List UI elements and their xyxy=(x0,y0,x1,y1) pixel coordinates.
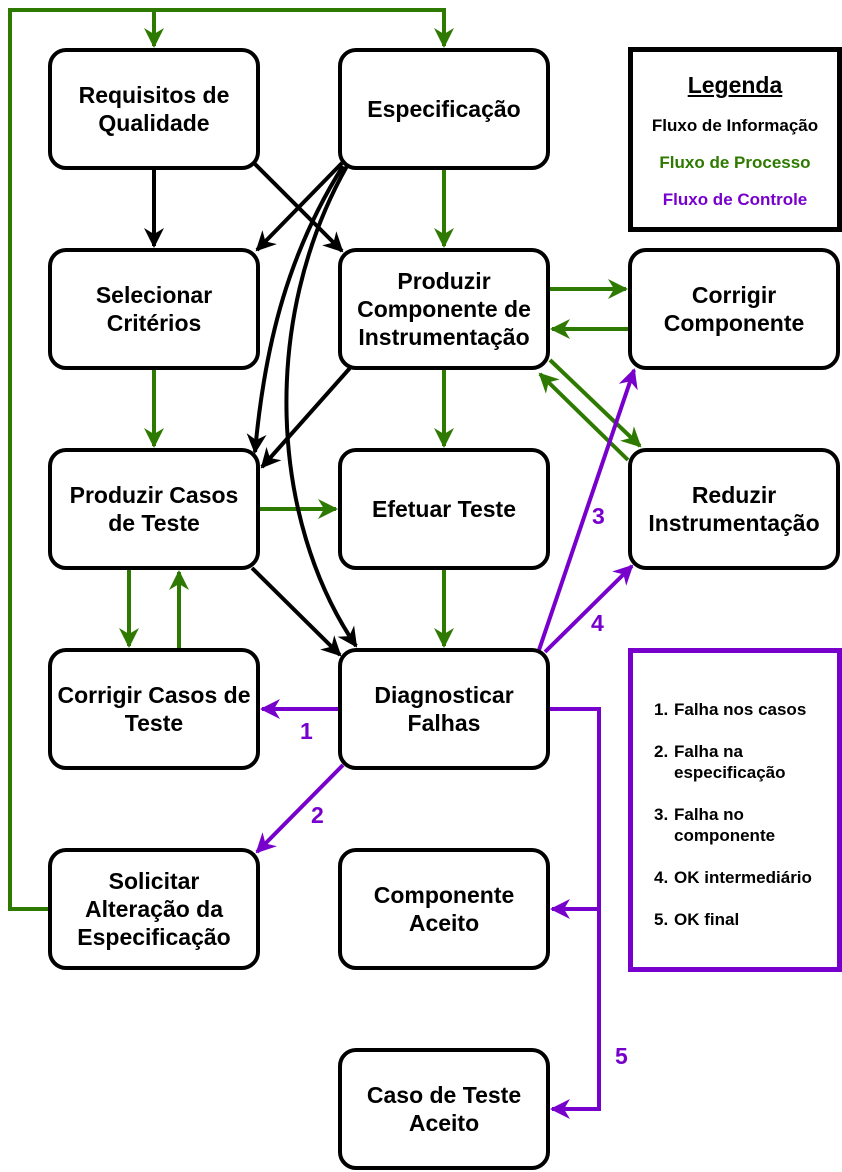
outcome-item-4: 4. OK intermediário xyxy=(654,867,812,888)
legend-info: Fluxo de Informação xyxy=(651,116,819,135)
node-caso-aceito: Caso de Teste Aceito xyxy=(338,1048,550,1170)
info-arrow-casos-to-diagnosticar xyxy=(250,566,342,657)
outcome-text: Falha nos casos xyxy=(674,700,807,719)
info-arrow-especificacao-to-diagnosticar xyxy=(284,165,358,648)
legend-title: Legenda xyxy=(687,72,783,98)
info-arrow-especificacao-to-selecionar xyxy=(255,161,344,252)
node-especificacao: Especificação xyxy=(338,48,550,170)
node-efetuar-teste: Efetuar Teste xyxy=(338,448,550,570)
outcome-num: 4. xyxy=(654,868,669,887)
outcome-text: Falha na especificação xyxy=(674,742,786,782)
outcome-num: 5. xyxy=(654,910,669,929)
edge-label-2: 2 xyxy=(311,802,324,828)
node-solicitar-alteracao: Solicitar Alteração da Especificação xyxy=(48,848,260,970)
node-diagnosticar-falhas: Diagnosticar Falhas xyxy=(338,648,550,770)
outcome-num: 1. xyxy=(654,700,669,719)
process-arrow-produzir-to-reduzir xyxy=(548,358,642,448)
outcome-item-5: 5. OK final xyxy=(654,909,740,930)
node-corrigir-componente: Corrigir Componente xyxy=(628,248,840,370)
outcome-item-1: 1. Falha nos casos xyxy=(654,699,807,720)
outcome-num: 3. xyxy=(654,805,669,824)
legend-process: Fluxo de Processo xyxy=(659,153,811,172)
info-arrow-produzir-to-casos xyxy=(260,366,352,469)
process-arrow-reduzir-to-produzir xyxy=(538,372,630,462)
control-arrow-3 xyxy=(537,368,638,651)
outcome-item-3: 3. Falha no componente xyxy=(654,804,776,846)
node-produzir-casos: Produzir Casos de Teste xyxy=(48,448,260,570)
outcome-num: 2. xyxy=(654,742,669,761)
control-arrow-2 xyxy=(255,763,345,854)
node-reduzir-instrumentacao: Reduzir Instrumentação xyxy=(628,448,840,570)
node-componente-aceito: Componente Aceito xyxy=(338,848,550,970)
edge-label-4: 4 xyxy=(591,610,604,636)
node-selecionar-criterios: Selecionar Critérios xyxy=(48,248,260,370)
legend-control: Fluxo de Controle xyxy=(662,190,808,209)
control-arrow-4 xyxy=(543,564,634,654)
legend: Legenda Fluxo de Informação Fluxo de Pro… xyxy=(628,47,842,232)
outcome-text: OK intermediário xyxy=(674,868,812,887)
node-corrigir-casos: Corrigir Casos de Teste xyxy=(48,648,260,770)
edge-label-5: 5 xyxy=(615,1043,628,1069)
outcome-list: 1. Falha nos casos 2. Falha na especificaç… xyxy=(628,648,842,972)
outcome-text: OK final xyxy=(674,910,740,929)
edge-label-3: 3 xyxy=(592,503,605,529)
node-requisitos: Requisitos de Qualidade xyxy=(48,48,260,170)
outcome-text: Falha no componente xyxy=(674,805,776,845)
info-arrow-especificacao-to-casos xyxy=(246,164,345,454)
edge-label-1: 1 xyxy=(300,718,313,744)
node-produzir-componente: Produzir Componente de Instrumentação xyxy=(338,248,550,370)
outcome-item-2: 2. Falha na especificação xyxy=(654,741,786,783)
process-arrow-solicitar-to-top xyxy=(8,8,454,911)
